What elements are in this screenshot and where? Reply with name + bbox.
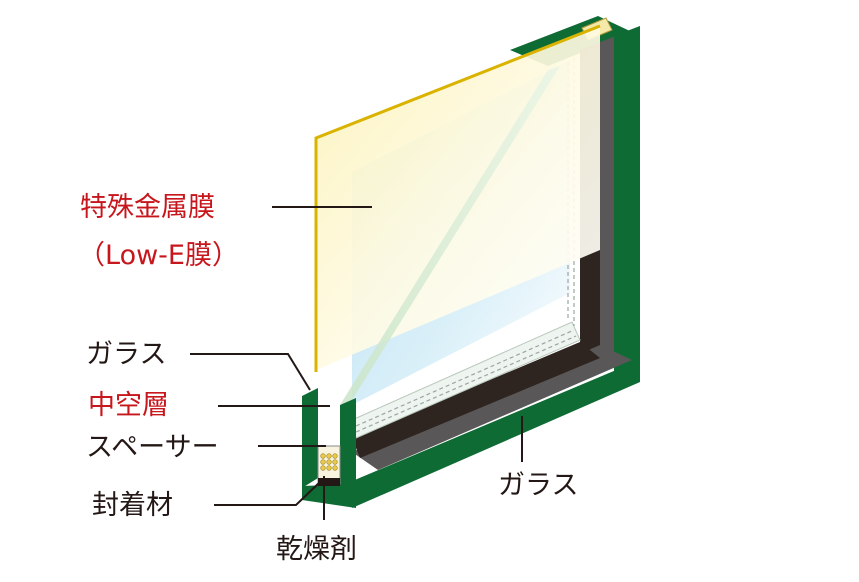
- frame-right-green: [614, 26, 640, 392]
- label-low-e-sub: （Low-E膜）: [78, 240, 239, 271]
- label-glass-inner: ガラス: [498, 470, 578, 501]
- low-e-film-edge: [314, 24, 601, 372]
- outer-glass-edge: [340, 66, 560, 405]
- label-spacer: スペーサー: [86, 432, 219, 463]
- spacer-bottom-gray: [352, 345, 632, 470]
- leader-glass-outer: [190, 353, 311, 391]
- label-desiccant: 乾燥剤: [276, 534, 357, 565]
- label-sealant: 封着材: [92, 490, 173, 521]
- label-low-e-title: 特殊金属膜: [80, 192, 215, 223]
- frame-left-green-outer: [302, 388, 318, 488]
- leader-sealant: [214, 481, 321, 506]
- sealant: [318, 478, 340, 486]
- frame-bottom-green: [350, 360, 640, 508]
- frame-left-green-base: [302, 484, 356, 508]
- spacer-bottom-dark: [352, 342, 600, 458]
- label-glass-outer: ガラス: [86, 339, 166, 370]
- frame-left-green-inner: [340, 398, 356, 500]
- desiccant-beads: [320, 453, 338, 471]
- label-hollow-layer: 中空層: [88, 390, 169, 421]
